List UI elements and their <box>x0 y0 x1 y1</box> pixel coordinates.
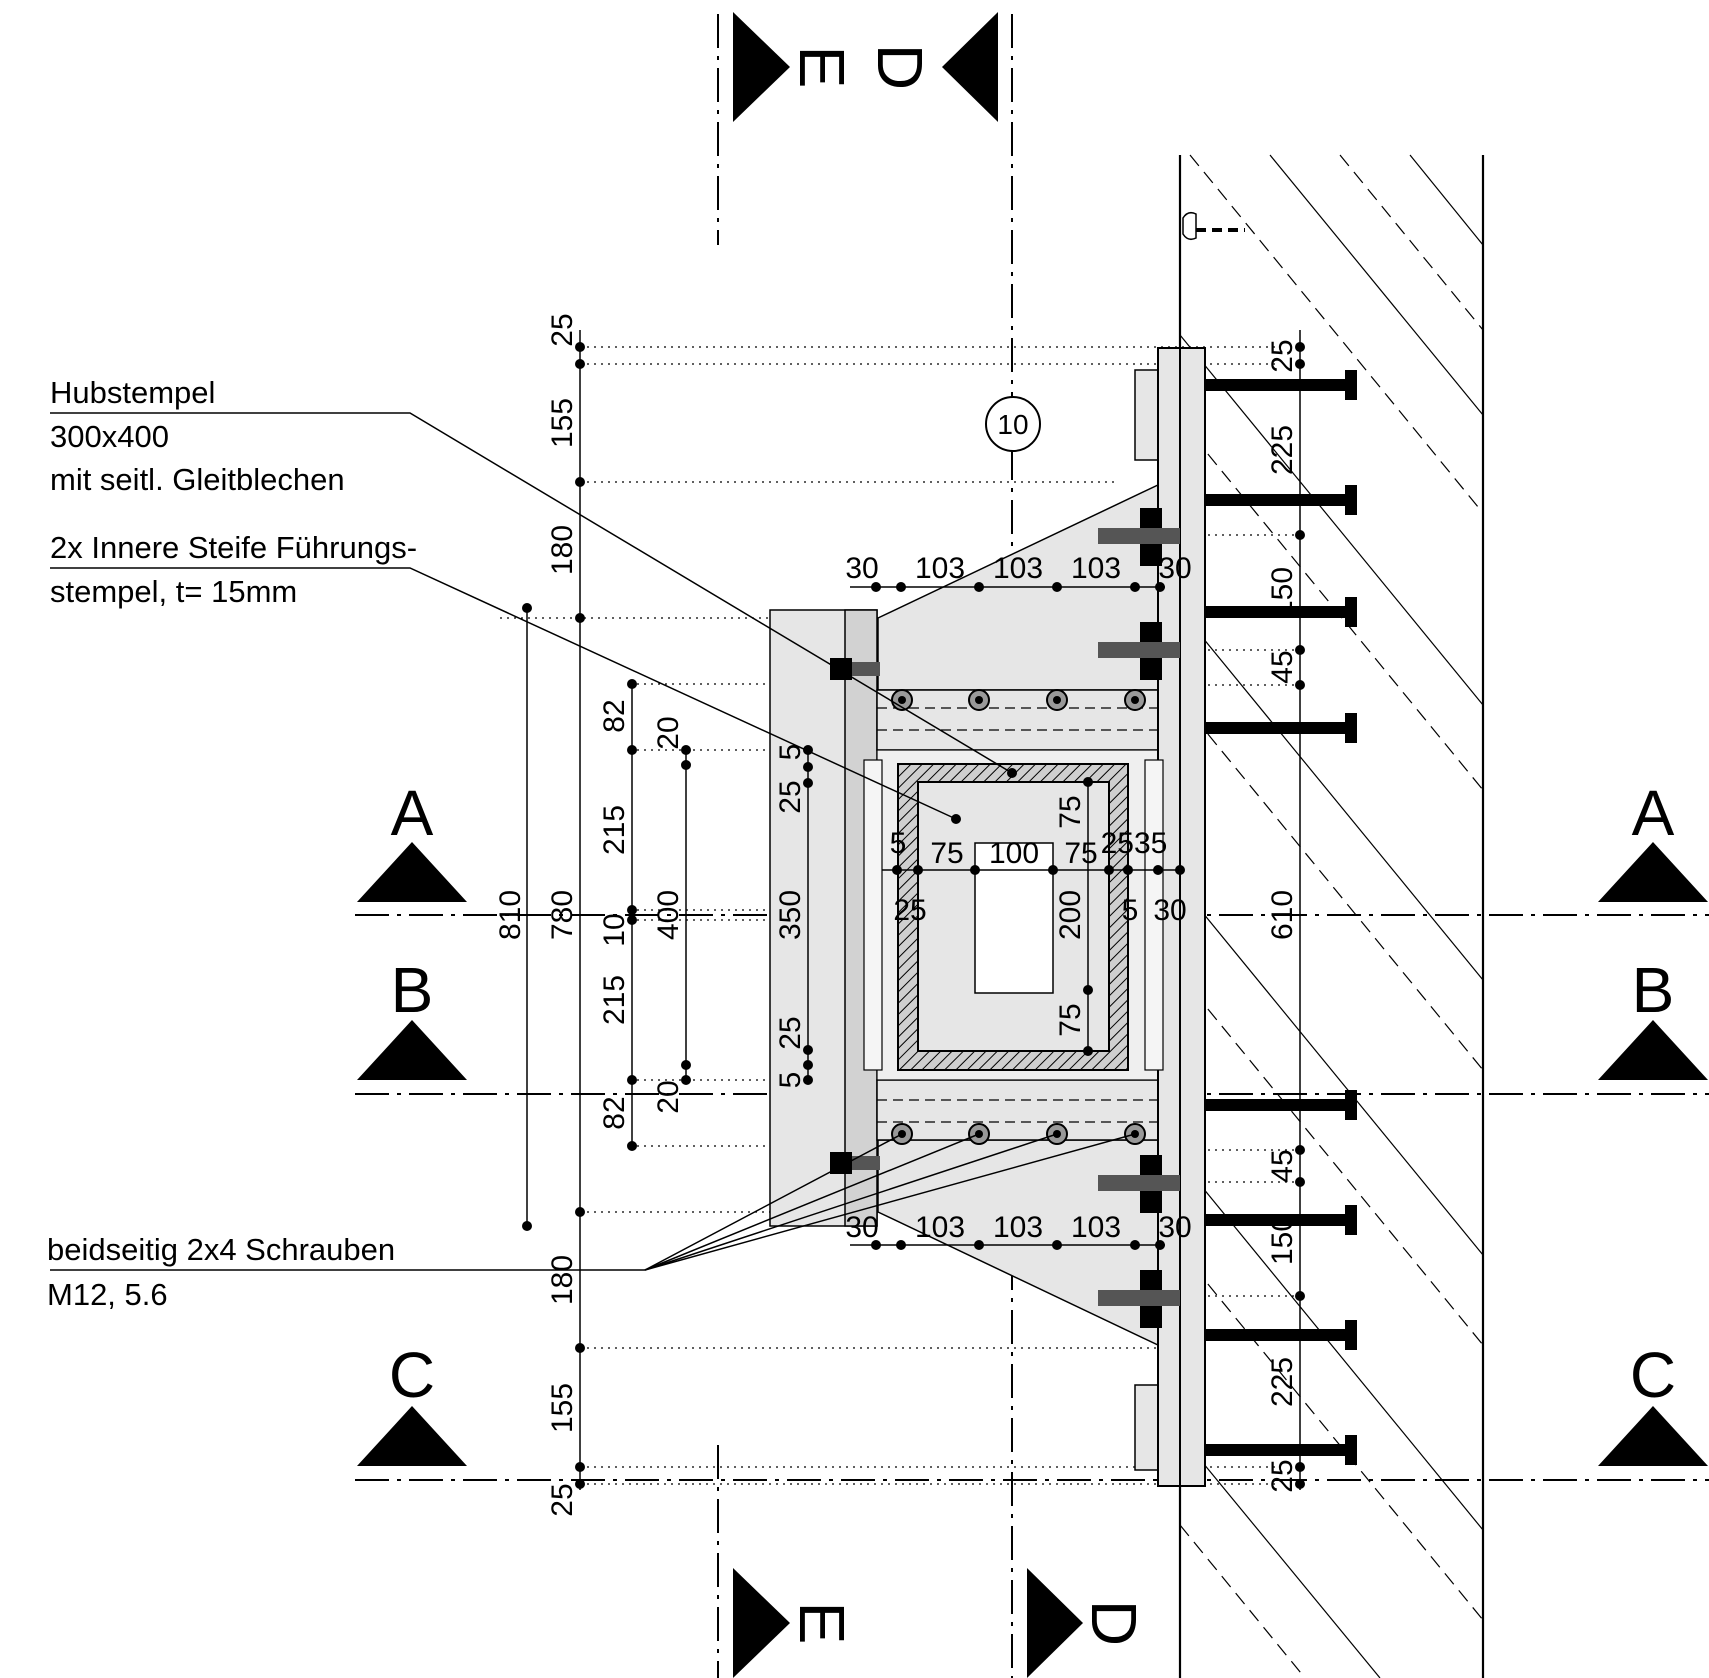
dim-c-5-left: 5 <box>890 827 907 860</box>
section-a-right: A <box>1632 777 1675 849</box>
label-schrauben-2: M12, 5.6 <box>47 1277 168 1312</box>
dim-r-25-top: 25 <box>1266 339 1299 372</box>
dim-c-25-left: 25 <box>893 894 926 927</box>
dim-c-75-bottom: 75 <box>1054 1003 1087 1036</box>
dim-r-25-bottom: 25 <box>1266 1459 1299 1492</box>
bolt-top-4 <box>1124 689 1146 711</box>
label-steife-2: stempel, t= 15mm <box>50 574 297 609</box>
dim-c-75-top: 75 <box>1054 795 1087 828</box>
dim-left-180-top: 180 <box>546 525 579 575</box>
dim-left-25-bottom: 25 <box>546 1483 579 1516</box>
dim-left-155-bottom: 155 <box>546 1383 579 1433</box>
leader-lines <box>50 412 1136 1271</box>
dim-top-30-b: 30 <box>1158 552 1191 585</box>
section-e-top-arrow <box>733 12 790 122</box>
dim-top-103-a: 103 <box>915 552 965 585</box>
label-hubstempel-1: Hubstempel <box>50 375 215 410</box>
dim-left-25-top: 25 <box>546 313 579 346</box>
dim-r-45-bottom: 45 <box>1266 1149 1299 1182</box>
dim-left-810: 810 <box>494 890 527 940</box>
label-hubstempel-2: 300x400 <box>50 419 169 454</box>
dim-c-100: 100 <box>989 837 1039 870</box>
dim-350: 350 <box>774 890 807 940</box>
section-letters: A A B B C C E D E D 10 <box>389 44 1676 1646</box>
dim-bot-30-a: 30 <box>845 1211 878 1244</box>
section-b-right-arrow <box>1598 1020 1708 1080</box>
dim-c-200: 200 <box>1054 890 1087 940</box>
section-a-left-arrow <box>357 842 467 902</box>
section-c-left: C <box>389 1339 435 1411</box>
dim-r-150-top: 150 <box>1266 567 1299 617</box>
dim-r-225-bottom: 225 <box>1266 1357 1299 1407</box>
section-c-right-arrow <box>1598 1406 1708 1466</box>
dim-25-bottom: 25 <box>774 1016 807 1049</box>
dim-215-bottom: 215 <box>598 975 631 1025</box>
section-c-left-arrow <box>357 1406 467 1466</box>
dim-r-225-top: 225 <box>1266 425 1299 475</box>
section-d-top: D <box>864 44 936 90</box>
dim-r-610: 610 <box>1266 890 1299 940</box>
dim-10: 10 <box>598 913 631 946</box>
dim-left-780: 780 <box>546 890 579 940</box>
dimension-nodes <box>522 342 1305 1489</box>
dim-5-bottom: 5 <box>774 1072 807 1089</box>
section-e-bottom: E <box>786 1602 858 1645</box>
dim-25-top: 25 <box>774 780 807 813</box>
dim-top-103-c: 103 <box>1071 552 1121 585</box>
section-a-left: A <box>391 777 434 849</box>
section-b-right: B <box>1632 954 1675 1026</box>
dim-bot-103-a: 103 <box>915 1211 965 1244</box>
dim-c-75-b: 75 <box>1064 837 1097 870</box>
dim-left-180-bottom: 180 <box>546 1255 579 1305</box>
bolt-top-2 <box>968 689 990 711</box>
dim-82-top: 82 <box>598 699 631 732</box>
dim-bot-103-c: 103 <box>1071 1211 1121 1244</box>
section-e-bottom-arrow <box>733 1568 790 1678</box>
dim-400: 400 <box>652 890 685 940</box>
dim-top-30-a: 30 <box>845 552 878 585</box>
axis-marker: 10 <box>997 409 1028 440</box>
section-c-right: C <box>1630 1339 1676 1411</box>
label-hubstempel-3: mit seitl. Gleitblechen <box>50 462 345 497</box>
dim-c-2535: 2535 <box>1101 827 1168 860</box>
section-markers <box>357 12 1708 1678</box>
dim-82-bottom: 82 <box>598 1096 631 1129</box>
extension-lines <box>500 346 1300 1485</box>
dim-20-top: 20 <box>652 716 685 749</box>
bolt-top-3 <box>1046 689 1068 711</box>
dim-5-top: 5 <box>774 744 807 761</box>
dim-215-top: 215 <box>598 805 631 855</box>
dim-bot-103-b: 103 <box>993 1211 1043 1244</box>
section-b-left-arrow <box>357 1020 467 1080</box>
section-d-bottom: D <box>1078 1600 1150 1646</box>
dim-r-150-bottom: 150 <box>1266 1215 1299 1265</box>
dimension-texts: 25 155 180 810 780 180 155 25 82 215 10 … <box>494 313 1299 1516</box>
label-steife-1: 2x Innere Steife Führungs- <box>50 530 417 565</box>
section-b-left: B <box>391 954 434 1026</box>
wall-anchors <box>1098 370 1357 1465</box>
dim-c-75-a: 75 <box>930 837 963 870</box>
section-d-top-arrow <box>942 12 998 122</box>
axis-marker-circle <box>985 396 1041 452</box>
label-schrauben-1: beidseitig 2x4 Schrauben <box>47 1232 395 1267</box>
dim-bot-30-b: 30 <box>1158 1211 1191 1244</box>
section-e-top: E <box>786 46 858 89</box>
annotation-labels: Hubstempel 300x400 mit seitl. Gleitblech… <box>47 375 417 1312</box>
dim-top-103-b: 103 <box>993 552 1043 585</box>
section-d-bottom-arrow <box>1027 1568 1083 1678</box>
dim-20-bottom: 20 <box>652 1080 685 1113</box>
dim-r-45-top: 45 <box>1266 650 1299 683</box>
section-a-right-arrow <box>1598 842 1708 902</box>
dim-left-155-top: 155 <box>546 398 579 448</box>
dim-c-5-right: 5 <box>1122 894 1139 927</box>
steel-assembly <box>769 347 1206 1487</box>
dim-c-30-right: 30 <box>1153 894 1186 927</box>
